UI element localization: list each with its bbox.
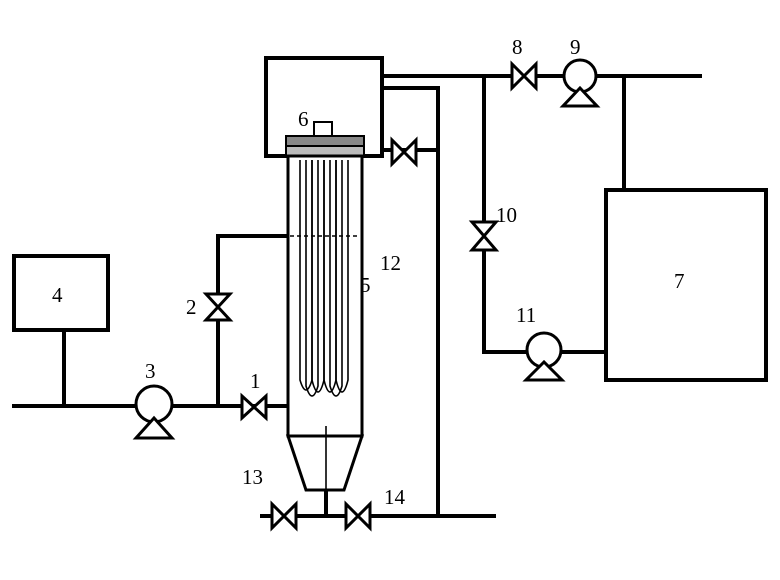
valve-10: [468, 220, 500, 252]
pump-9: [559, 58, 601, 108]
feed-tank-4: [12, 254, 110, 332]
valve-8: [510, 60, 538, 92]
pump-3: [132, 384, 176, 440]
label-valve-14: 14: [384, 485, 406, 509]
pump-11: [522, 331, 566, 382]
valve-13: [270, 500, 298, 532]
label-valve-1: 1: [250, 369, 261, 393]
valve-1: [240, 392, 268, 422]
label-part-6: 6: [298, 107, 309, 131]
valve-reactor-top: [390, 136, 418, 168]
reactor-cap-6: [313, 121, 333, 137]
label-pump-3: 3: [145, 359, 156, 383]
valve-2: [202, 292, 234, 322]
membrane-reactor: [285, 121, 365, 492]
label-tank-7: 7: [674, 269, 685, 293]
label-reactor-5: 5: [360, 273, 371, 297]
label-tank-4: 4: [52, 283, 63, 307]
label-valve-2: 2: [186, 295, 197, 319]
label-valve-8: 8: [512, 35, 523, 59]
label-valve-13: 13: [242, 465, 263, 489]
tank-7: [604, 188, 768, 382]
label-line-12: 12: [380, 251, 401, 275]
valve-14: [344, 500, 372, 532]
label-valve-10: 10: [496, 203, 517, 227]
label-pump-9: 9: [570, 35, 581, 59]
label-pump-11: 11: [516, 303, 536, 327]
